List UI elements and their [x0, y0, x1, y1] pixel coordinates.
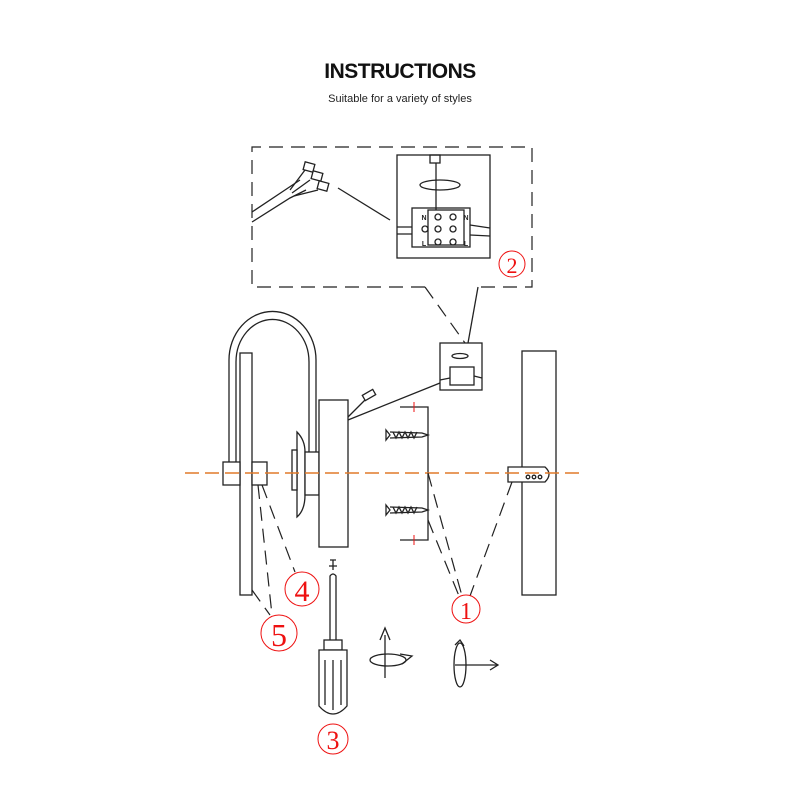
- step-1-leaders: [427, 472, 513, 597]
- step-4-leader: [261, 484, 296, 573]
- wire-connector-icon: [251, 161, 391, 223]
- neutral-label: N: [463, 215, 468, 222]
- rotate-arrow-icon: [369, 626, 414, 678]
- neutral-label: N: [421, 215, 426, 222]
- svg-text:4: 4: [295, 575, 310, 608]
- step-2-marker: 2: [498, 250, 526, 278]
- page-subtitle: Suitable for a variety of styles: [328, 93, 472, 105]
- terminal-block-icon: N L N L: [397, 154, 491, 248]
- wall-lamp: [222, 310, 441, 596]
- step-5-leader: [251, 484, 273, 616]
- svg-text:1: 1: [460, 599, 472, 625]
- junction-box-icon: [439, 342, 483, 391]
- step-1-marker: 1: [451, 594, 481, 625]
- live-label: L: [422, 241, 427, 248]
- svg-text:3: 3: [327, 726, 340, 755]
- rotate-arrow-icon: [453, 638, 500, 688]
- svg-text:5: 5: [271, 617, 287, 653]
- screwdriver-icon: [318, 559, 348, 715]
- wiring-detail-inset: N L N L: [251, 146, 533, 344]
- screw-icon: [385, 503, 431, 517]
- screw-icon: [385, 428, 431, 442]
- wall-anchor-icon: [507, 466, 550, 483]
- page-title: INSTRUCTIONS: [324, 60, 476, 83]
- live-label: L: [464, 241, 469, 248]
- step-5-marker: 5: [260, 614, 298, 653]
- step-4-marker: 4: [284, 571, 320, 608]
- step-3-marker: 3: [317, 723, 349, 755]
- svg-text:2: 2: [507, 253, 518, 278]
